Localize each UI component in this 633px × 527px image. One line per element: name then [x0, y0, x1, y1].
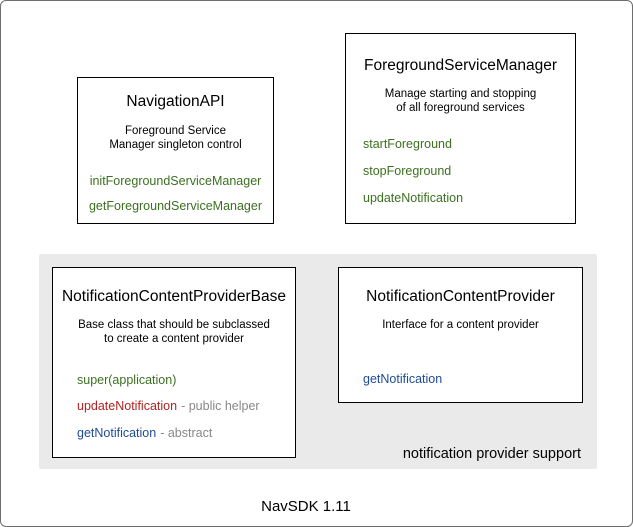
method-update-notification: updateNotification [363, 191, 464, 205]
method-annotation: - public helper [181, 399, 260, 413]
method-get-notification-abstract: getNotification- abstract [53, 426, 295, 441]
notification-content-provider-description: Interface for a content provider [382, 319, 539, 331]
notification-content-provider-title: NotificationContentProvider [366, 288, 555, 305]
method-init-foreground-service-manager: initForegroundServiceManager [89, 174, 262, 188]
method-start-foreground: startForeground [363, 137, 452, 151]
foreground-service-manager-title: ForegroundServiceManager [364, 57, 557, 74]
notification-provider-group-label: notification provider support [402, 446, 581, 462]
navigation-api-description: Foreground Service Manager singleton con… [109, 125, 242, 151]
notification-content-provider-base-box: NotificationContentProviderBase Base cla… [52, 267, 296, 458]
method-update-notification-helper: updateNotification- public helper [53, 399, 295, 414]
notification-content-provider-base-title: NotificationContentProviderBase [61, 288, 286, 305]
navigation-api-box: NavigationAPI Foreground Service Manager… [77, 77, 274, 224]
method-name: updateNotification [77, 399, 178, 413]
navigation-api-title: NavigationAPI [126, 93, 225, 110]
foreground-service-manager-description: Manage starting and stopping of all fore… [384, 88, 537, 114]
method-name: super(application) [77, 373, 177, 387]
method-name: getNotification [77, 426, 157, 440]
method-get-notification: getNotification [363, 372, 443, 386]
sdk-version-caption: NavSDK 1.11 [261, 498, 351, 515]
foreground-service-manager-box: ForegroundServiceManager Manage starting… [345, 33, 576, 224]
notification-content-provider-box: NotificationContentProvider Interface fo… [338, 267, 583, 403]
method-stop-foreground: stopForeground [363, 164, 452, 178]
notification-content-provider-base-description: Base class that should be subclassed to … [78, 319, 270, 345]
method-get-foreground-service-manager: getForegroundServiceManager [88, 199, 263, 213]
method-annotation: - abstract [160, 426, 213, 440]
method-super-application: super(application) [53, 373, 295, 388]
